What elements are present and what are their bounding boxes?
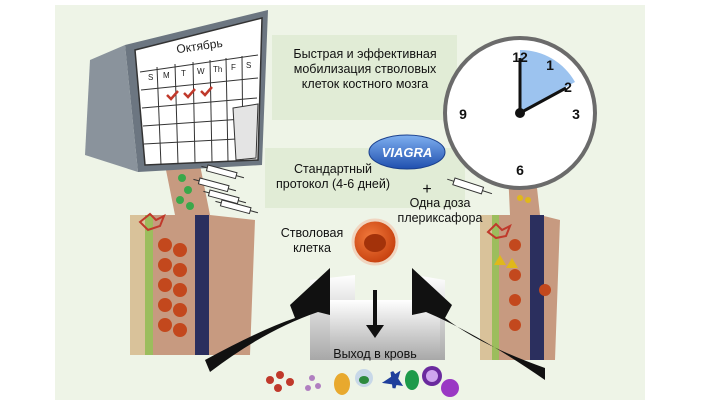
weekday-label: T bbox=[181, 69, 186, 78]
clock-number: 3 bbox=[572, 106, 580, 122]
syringe-icons bbox=[193, 164, 259, 215]
release-funnel bbox=[310, 275, 445, 360]
down-arrow-icon bbox=[366, 290, 384, 338]
blood-cells bbox=[266, 366, 459, 397]
clock-icon bbox=[443, 36, 597, 190]
syringe-icon-single bbox=[447, 177, 493, 195]
clock-numbers: 12 1 2 3 6 9 bbox=[459, 49, 580, 178]
stem-cell-icon bbox=[351, 218, 399, 266]
left-bone-marrow bbox=[130, 165, 255, 355]
clock-number: 9 bbox=[459, 106, 467, 122]
weekday-label: F bbox=[231, 63, 236, 72]
mobilization-label: Быстрая и эффективная мобилизация стволо… bbox=[293, 47, 437, 91]
mobilization-panel bbox=[272, 35, 457, 120]
clock-number: 2 bbox=[564, 79, 572, 95]
weekday-label: M bbox=[163, 71, 170, 80]
viagra-pill-icon: VIAGRA bbox=[368, 134, 446, 170]
single-dose-label: Одна доза плериксафора bbox=[397, 196, 483, 225]
weekday-label: Th bbox=[213, 65, 222, 74]
left-curved-arrow-icon bbox=[205, 268, 330, 372]
stem-cell-label: Стволовая клетка bbox=[280, 226, 344, 255]
calendar-month: Октябрь bbox=[175, 36, 223, 56]
right-bone-marrow bbox=[480, 170, 560, 360]
clock-number: 6 bbox=[516, 162, 524, 178]
pill-label: VIAGRA bbox=[382, 145, 433, 160]
weekday-label: S bbox=[148, 73, 153, 82]
weekday-label: S bbox=[246, 61, 251, 70]
release-label: Выход в кровь bbox=[333, 347, 417, 361]
right-curved-arrow-icon bbox=[412, 268, 545, 380]
clock-number: 1 bbox=[546, 57, 554, 73]
weekday-label: W bbox=[197, 67, 205, 76]
calendar-weekdays: S M T W Th F S bbox=[148, 61, 251, 82]
plus-sign: + bbox=[422, 181, 432, 198]
clock-number: 12 bbox=[512, 49, 528, 65]
standard-protocol-label: Стандартный протокол (4-6 дней) bbox=[276, 162, 390, 191]
calendar bbox=[85, 10, 268, 172]
